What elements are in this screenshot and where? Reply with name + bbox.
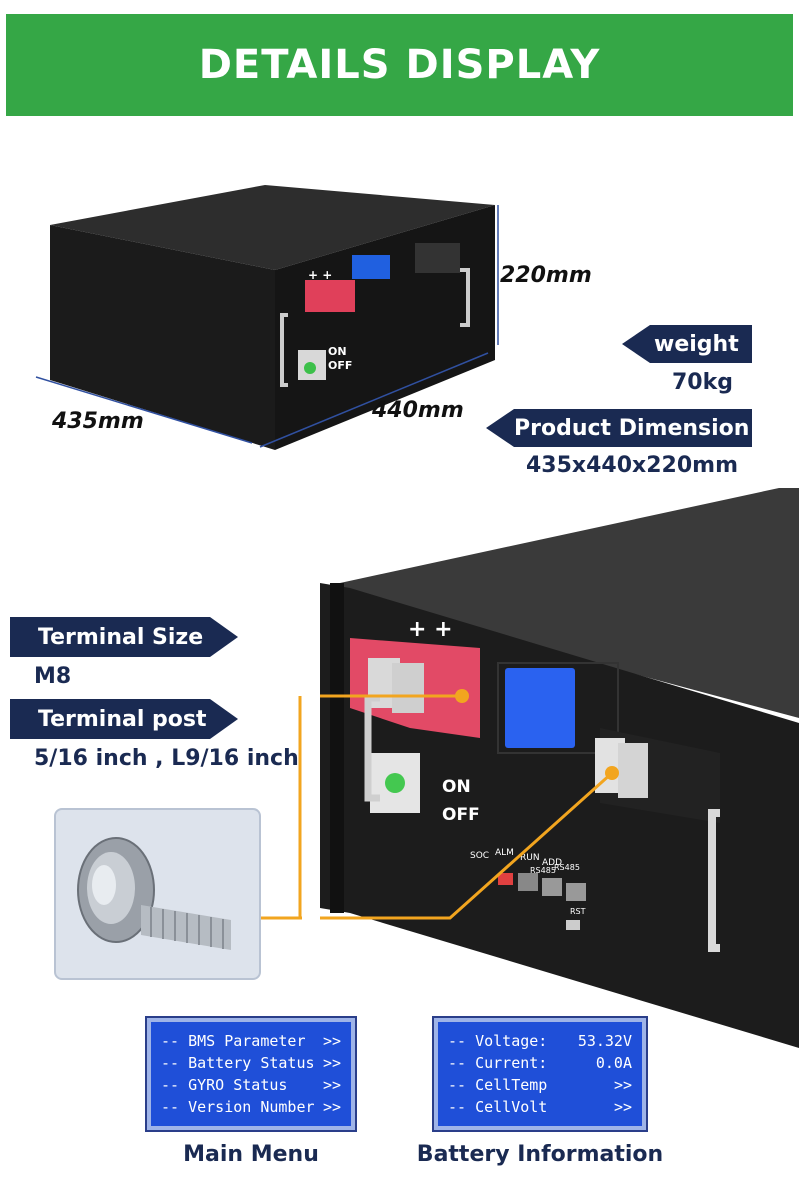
rs485-label-1: RS485: [530, 866, 556, 875]
bolt-photo-box: [54, 808, 261, 980]
info-row: -- Current: 0.0A: [448, 1052, 632, 1074]
info-row: -- CellTemp >>: [448, 1074, 632, 1096]
alm-label: ALM: [495, 848, 514, 858]
rst-label: RST: [570, 907, 586, 916]
product-dimension-label: Product Dimension: [514, 415, 750, 441]
info-row-label: -- Voltage:: [448, 1032, 548, 1050]
info-row-value: 0.0A: [595, 1054, 632, 1072]
width-dimension-line: [35, 376, 253, 444]
positive-terminal-small: [305, 280, 355, 312]
power-switch-led: [385, 773, 405, 793]
plus-signs-small: + +: [308, 268, 332, 282]
battery-info-caption: Battery Information: [416, 1142, 664, 1167]
left-handle: [364, 694, 380, 802]
main-menu-caption: Main Menu: [183, 1142, 319, 1167]
battery-closeup-top: [340, 488, 799, 718]
terminal-post-tag: Terminal post: [10, 699, 238, 739]
info-row: -- Voltage: 53.32V: [448, 1030, 632, 1052]
depth-dimension: 440mm: [372, 398, 464, 423]
menu-row-arrow: >>: [322, 1076, 341, 1094]
leader-line-negative: [320, 771, 614, 920]
main-menu-lcd: -- BMS Parameter >> -- Battery Status >> -…: [147, 1018, 355, 1130]
battery-side-face: [50, 225, 275, 450]
weight-label: weight: [654, 331, 739, 357]
on-label-small: ON: [328, 345, 347, 358]
terminal-size-label: Terminal Size: [38, 624, 204, 650]
positive-block-2: [392, 663, 424, 713]
dip-switch: [498, 873, 513, 885]
weight-value: 70kg: [672, 370, 733, 395]
left-handle-small: [280, 313, 288, 387]
add-label: ADD: [542, 858, 562, 868]
off-label: OFF: [442, 805, 480, 825]
soc-label: SOC: [470, 851, 489, 861]
battery-top-illustration: + + ON OFF: [35, 185, 499, 450]
add-port: [518, 873, 538, 891]
battery-closeup-ear: [330, 583, 344, 913]
banner-title: DETAILS DISPLAY: [198, 42, 601, 88]
info-row-label: -- Current:: [448, 1054, 548, 1072]
menu-row-label: -- Battery Status: [161, 1054, 315, 1072]
lcd-bezel: [497, 662, 619, 754]
depth-dimension-line: [259, 352, 489, 448]
menu-row: -- Battery Status >>: [161, 1052, 341, 1074]
info-row-label: -- CellVolt: [448, 1098, 548, 1116]
battery-lcd-small: [352, 255, 390, 279]
battery-info-lcd: -- Voltage: 53.32V -- Current: 0.0A -- Cel…: [434, 1018, 646, 1130]
right-handle-small: [460, 268, 470, 327]
width-dimension: 435mm: [52, 409, 144, 434]
rs485-port-2: [566, 883, 586, 901]
weight-tag: weight: [622, 325, 752, 363]
menu-row: -- GYRO Status >>: [161, 1074, 341, 1096]
right-handle: [708, 809, 720, 952]
battery-top-face: [50, 185, 495, 270]
info-row-value: >>: [613, 1076, 632, 1094]
terminal-post-value: 5/16 inch , L9/16 inch: [34, 746, 299, 771]
battery-closeup-lcd: [505, 668, 575, 748]
info-row: -- CellVolt >>: [448, 1096, 632, 1118]
off-label-small: OFF: [328, 359, 352, 372]
leader-line-positive: [320, 694, 462, 698]
menu-row-arrow: >>: [322, 1098, 341, 1116]
product-dimension-tag: Product Dimension: [486, 409, 752, 447]
plus-signs: + +: [408, 617, 453, 642]
height-dimension: 220mm: [500, 263, 592, 288]
menu-row: -- Version Number >>: [161, 1096, 341, 1118]
product-dimension-value: 435x440x220mm: [526, 453, 738, 478]
info-row-value: >>: [613, 1098, 632, 1116]
terminal-bolt-icon: [77, 837, 231, 950]
menu-row-label: -- Version Number: [161, 1098, 315, 1116]
menu-row-label: -- GYRO Status: [161, 1076, 288, 1094]
menu-row-arrow: >>: [322, 1032, 341, 1050]
rs485-label-2: RS485: [554, 863, 580, 872]
info-row-value: 53.32V: [577, 1032, 632, 1050]
switch-led-small: [304, 362, 316, 374]
on-label: ON: [442, 777, 471, 797]
terminal-post-label: Terminal post: [38, 706, 207, 732]
negative-terminal-small: [415, 243, 460, 273]
info-row-label: -- CellTemp: [448, 1076, 548, 1094]
rs485-port-1: [542, 878, 562, 896]
battery-closeup-illustration: + + ON OFF SOC ALM RUN ADD RS485 RS485 R…: [320, 488, 799, 1048]
terminal-size-tag: Terminal Size: [10, 617, 238, 657]
vent-icon: [566, 920, 580, 930]
run-label: RUN: [520, 853, 540, 863]
menu-row: -- BMS Parameter >>: [161, 1030, 341, 1052]
terminal-size-value: M8: [34, 664, 72, 689]
menu-row-label: -- BMS Parameter: [161, 1032, 306, 1050]
negative-block-2: [618, 743, 648, 798]
title-banner: DETAILS DISPLAY: [6, 14, 793, 116]
menu-row-arrow: >>: [322, 1054, 341, 1072]
